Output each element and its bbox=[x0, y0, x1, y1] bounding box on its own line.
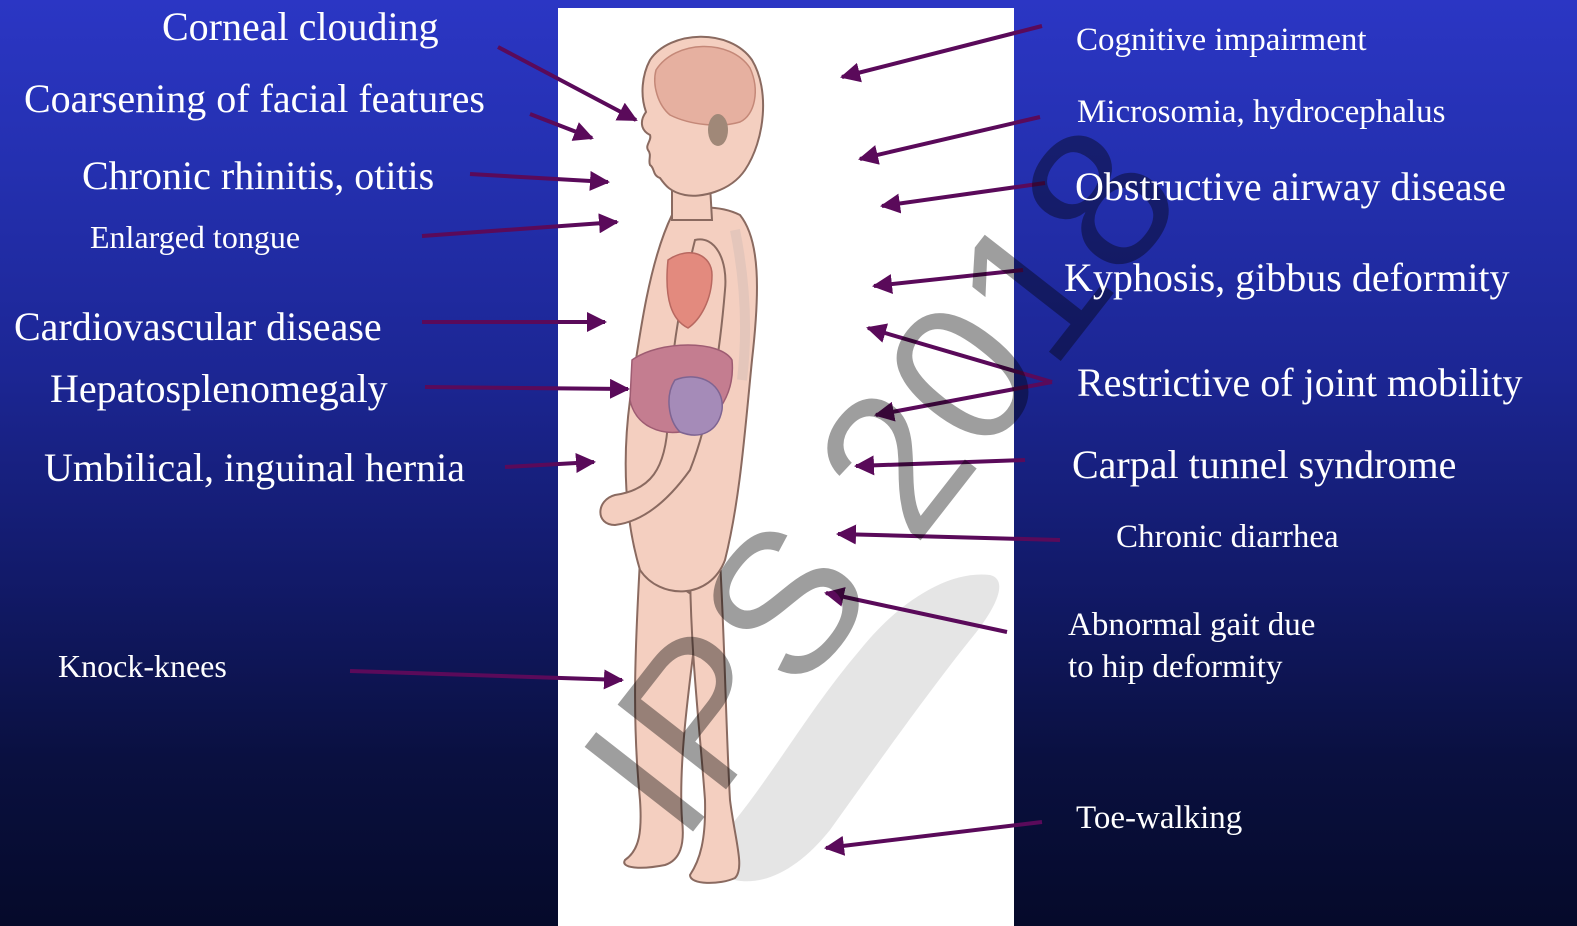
arrow-airway bbox=[882, 183, 1045, 206]
label-obstructive-airway-disease: Obstructive airway disease bbox=[1075, 164, 1506, 210]
label-carpal-tunnel-syndrome: Carpal tunnel syndrome bbox=[1072, 442, 1456, 488]
label-abnormal-gait-line2: to hip deformity bbox=[1068, 649, 1282, 687]
label-hepatosplenomegaly: Hepatosplenomegaly bbox=[50, 366, 388, 412]
arrow-joint-b bbox=[876, 382, 1052, 415]
arrow-diarrhea bbox=[838, 534, 1060, 540]
label-kyphosis-gibbus-deformity: Kyphosis, gibbus deformity bbox=[1064, 255, 1510, 301]
arrow-knock bbox=[350, 671, 622, 680]
arrow-joint-a bbox=[868, 328, 1052, 382]
child-figure bbox=[600, 37, 763, 883]
label-coarsening-facial-features: Coarsening of facial features bbox=[24, 76, 485, 122]
label-chronic-rhinitis-otitis: Chronic rhinitis, otitis bbox=[82, 153, 434, 199]
label-restrictive-joint-mobility: Restrictive of joint mobility bbox=[1077, 360, 1523, 406]
label-enlarged-tongue: Enlarged tongue bbox=[90, 219, 300, 256]
arrow-tongue bbox=[422, 222, 617, 236]
label-corneal-clouding: Corneal clouding bbox=[162, 4, 439, 50]
arrow-microsomia bbox=[860, 117, 1040, 159]
arrow-hepato bbox=[425, 387, 628, 389]
label-abnormal-gait-line1: Abnormal gait due bbox=[1068, 607, 1315, 645]
arrow-hernia bbox=[505, 462, 594, 467]
label-cognitive-impairment: Cognitive impairment bbox=[1076, 22, 1367, 60]
label-toe-walking: Toe-walking bbox=[1076, 800, 1242, 838]
label-microsomia-hydrocephalus: Microsomia, hydrocephalus bbox=[1077, 94, 1445, 132]
label-cardiovascular-disease: Cardiovascular disease bbox=[14, 304, 382, 350]
arrow-coarsening bbox=[530, 114, 592, 138]
label-chronic-diarrhea: Chronic diarrhea bbox=[1116, 519, 1339, 557]
label-knock-knees: Knock-knees bbox=[58, 648, 227, 685]
arrow-corneal bbox=[498, 47, 636, 120]
ear bbox=[708, 114, 728, 146]
arrow-toe bbox=[826, 822, 1042, 848]
arrow-rhinitis bbox=[470, 174, 608, 182]
spleen bbox=[669, 377, 722, 435]
brain bbox=[655, 46, 755, 125]
label-umbilical-inguinal-hernia: Umbilical, inguinal hernia bbox=[44, 445, 465, 491]
arrow-carpal bbox=[856, 460, 1025, 466]
arrow-kyphosis bbox=[874, 270, 1023, 286]
arrow-cognitive bbox=[842, 26, 1042, 77]
